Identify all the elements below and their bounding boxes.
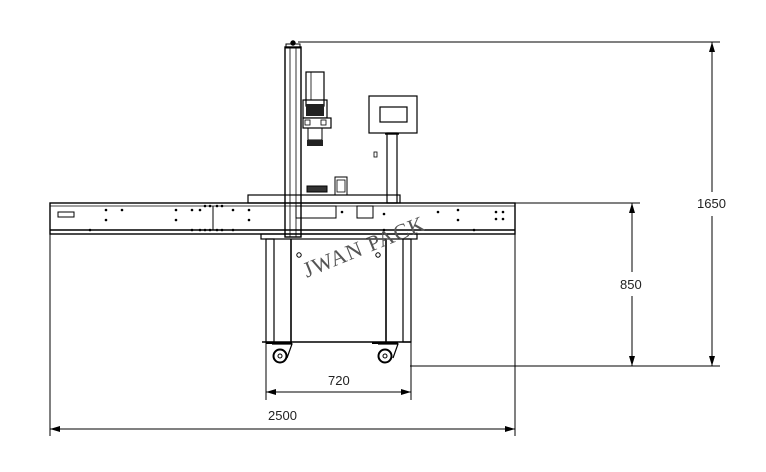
- conveyor-table: [49, 202, 516, 235]
- upper-plate: [247, 194, 401, 219]
- caster-right: [372, 342, 399, 364]
- dimension-table-height: [515, 202, 640, 366]
- dimension-label-1650: 1650: [697, 196, 726, 211]
- sensor-components: [306, 151, 378, 196]
- dimension-label-720: 720: [328, 373, 350, 388]
- slot-icon: [57, 211, 75, 218]
- caster-left: [266, 342, 293, 364]
- dimension-label-850: 850: [620, 277, 642, 292]
- hmi-screen: [368, 95, 418, 204]
- dimension-frame-width: [265, 342, 412, 400]
- dimension-overall-height: [298, 41, 720, 367]
- table-bolt-holes: [88, 204, 505, 232]
- watermark-text: JWAN PACK: [299, 211, 429, 283]
- dimension-label-2500: 2500: [268, 408, 297, 423]
- dimension-overall-length: [49, 234, 516, 436]
- applicator-head: [302, 71, 332, 146]
- vertical-column: [284, 40, 302, 238]
